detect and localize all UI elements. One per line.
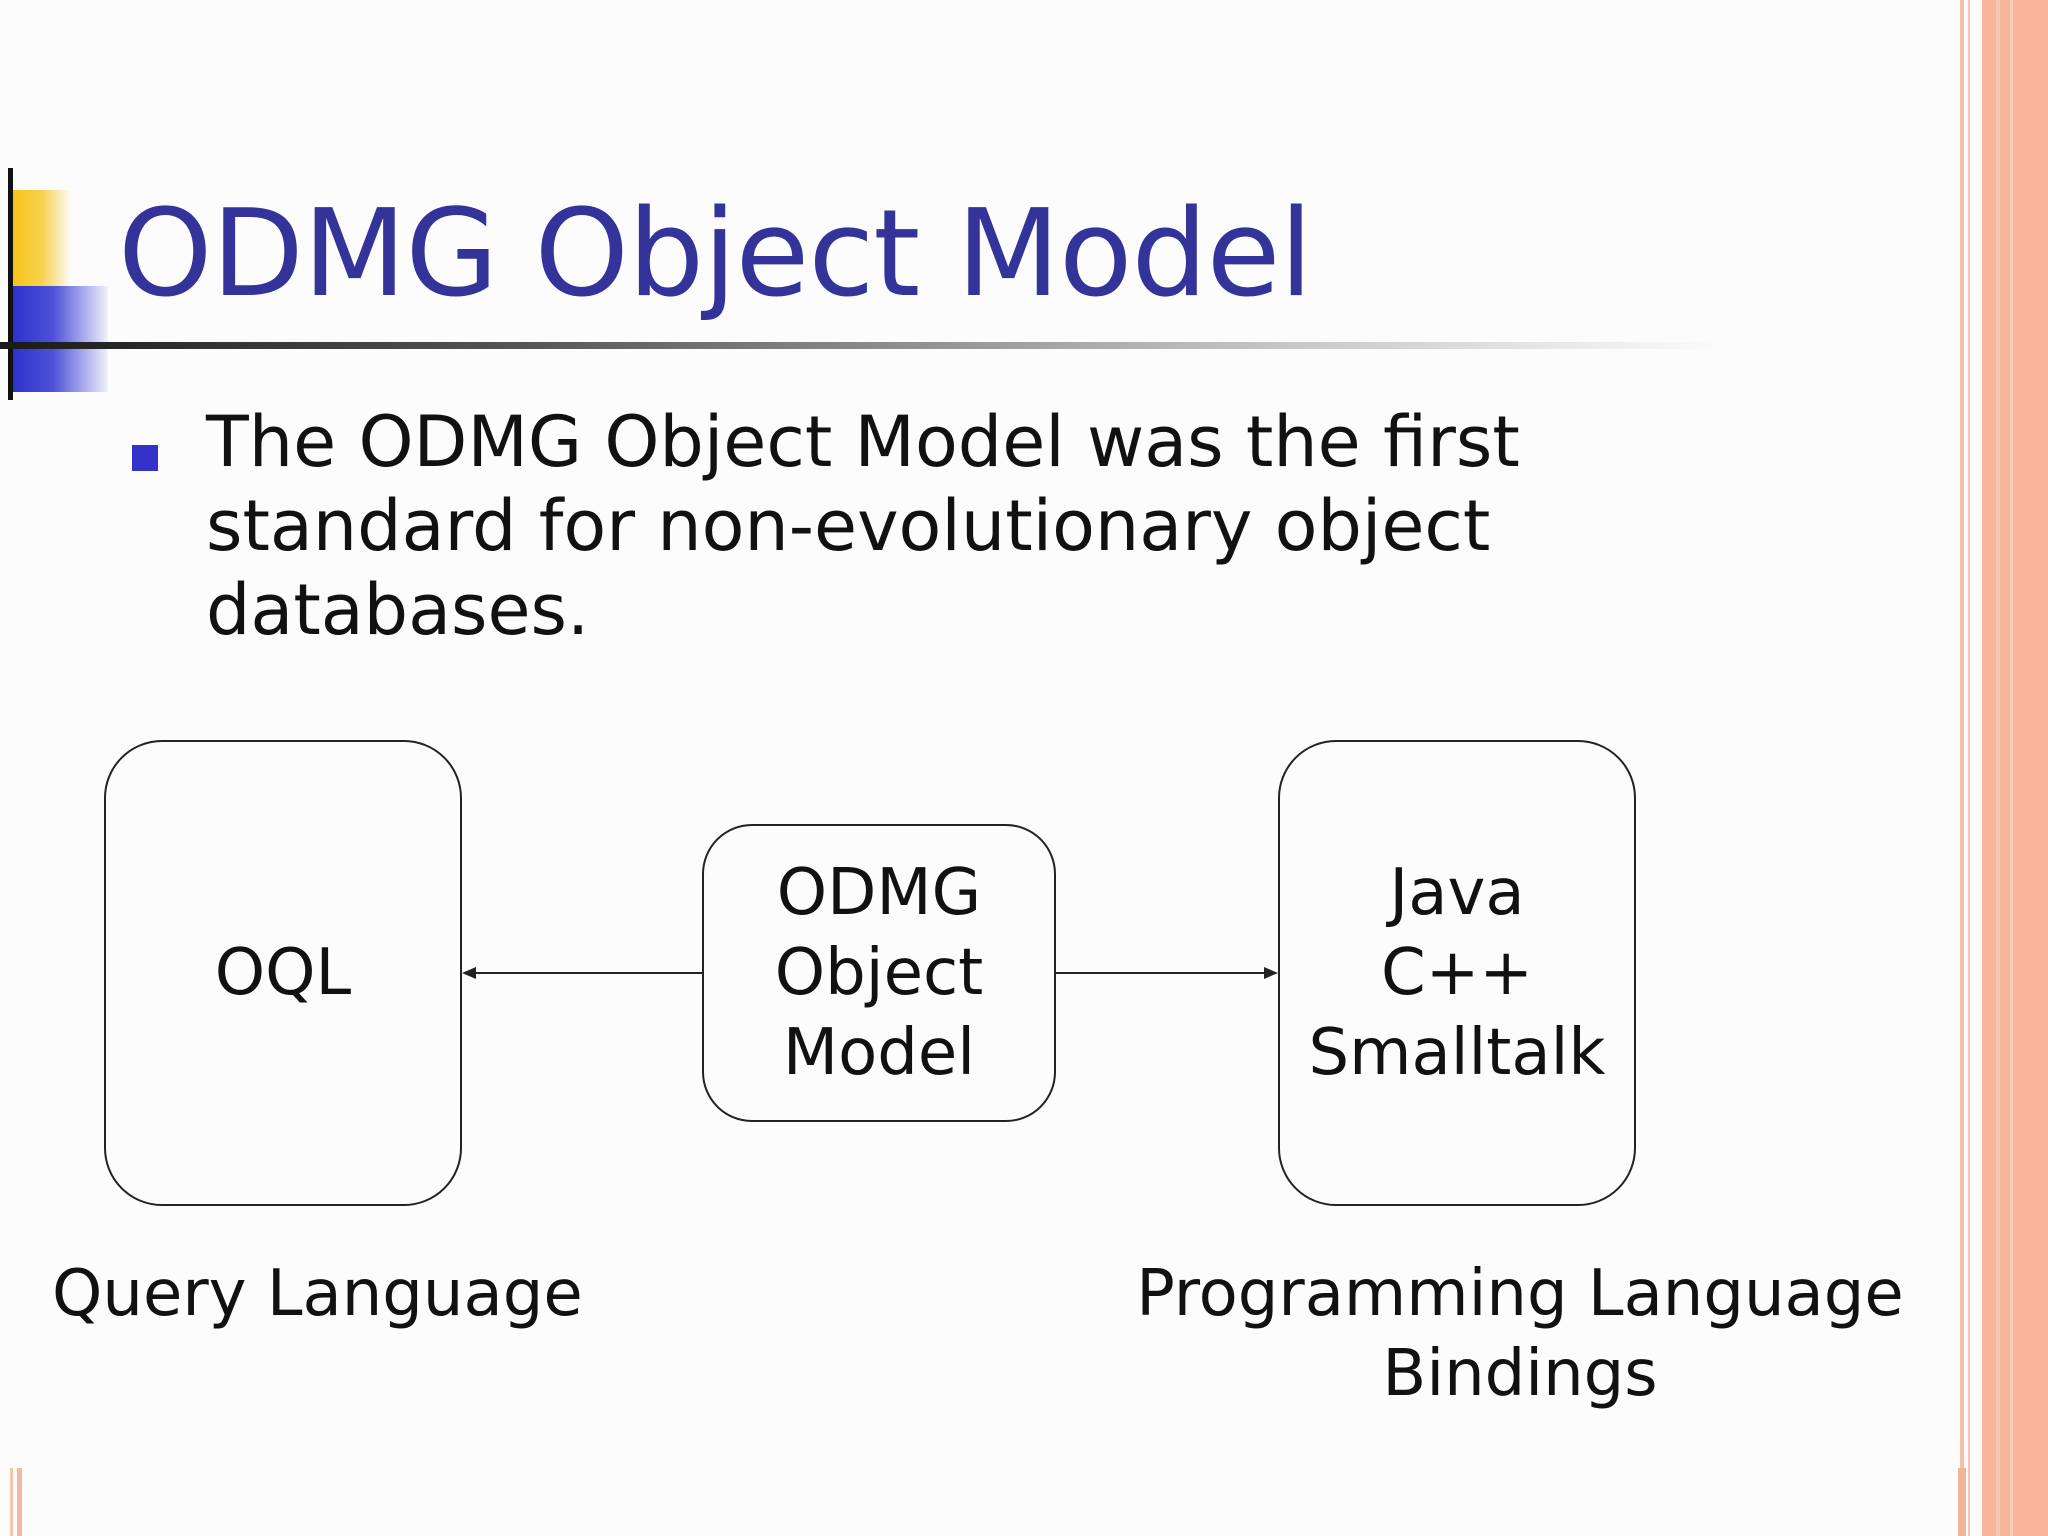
slide-title: ODMG Object Model — [118, 185, 1313, 324]
title-accent-bar — [8, 168, 13, 400]
border-stripe — [1982, 0, 2048, 1536]
query-language-caption: Query Language — [52, 1257, 583, 1331]
object-model-line: Object — [774, 936, 984, 1010]
bindings-caption-line: Bindings — [1382, 1337, 1658, 1411]
border-stripe — [1968, 0, 1970, 1536]
arrowhead-left — [462, 967, 476, 979]
oql-label: OQL — [214, 936, 352, 1010]
title-accent-blue — [8, 286, 108, 392]
object-model-line: ODMG — [776, 856, 982, 930]
bullet-icon — [132, 445, 158, 471]
corner-decoration — [17, 1468, 22, 1536]
bindings-caption-line: Programming Language — [1136, 1257, 1904, 1331]
object-model-box: ODMG Object Model — [702, 824, 1056, 1122]
corner-decoration — [10, 1468, 13, 1536]
object-model-line: Model — [782, 1016, 976, 1090]
border-stripe — [2010, 0, 2013, 1536]
bullet-text: The ODMG Object Model was the first stan… — [206, 401, 1520, 651]
language-item: C++ — [1381, 936, 1533, 1010]
language-item: Java — [1389, 856, 1525, 930]
language-item: Smalltalk — [1308, 1016, 1606, 1090]
corner-decoration — [1958, 1468, 1966, 1536]
title-accent-yellow — [8, 190, 70, 286]
arrowhead-right — [1264, 967, 1278, 979]
bindings-caption: Programming Language Bindings — [1120, 1254, 1920, 1414]
title-rule — [0, 342, 1720, 349]
border-stripe — [1960, 0, 1964, 1536]
border-stripe — [1996, 0, 2000, 1536]
oql-box: OQL — [104, 740, 462, 1206]
language-bindings-box: Java C++ Smalltalk — [1278, 740, 1636, 1206]
object-model-label: ODMG Object Model — [775, 853, 983, 1093]
language-list: Java C++ Smalltalk — [1309, 853, 1606, 1093]
